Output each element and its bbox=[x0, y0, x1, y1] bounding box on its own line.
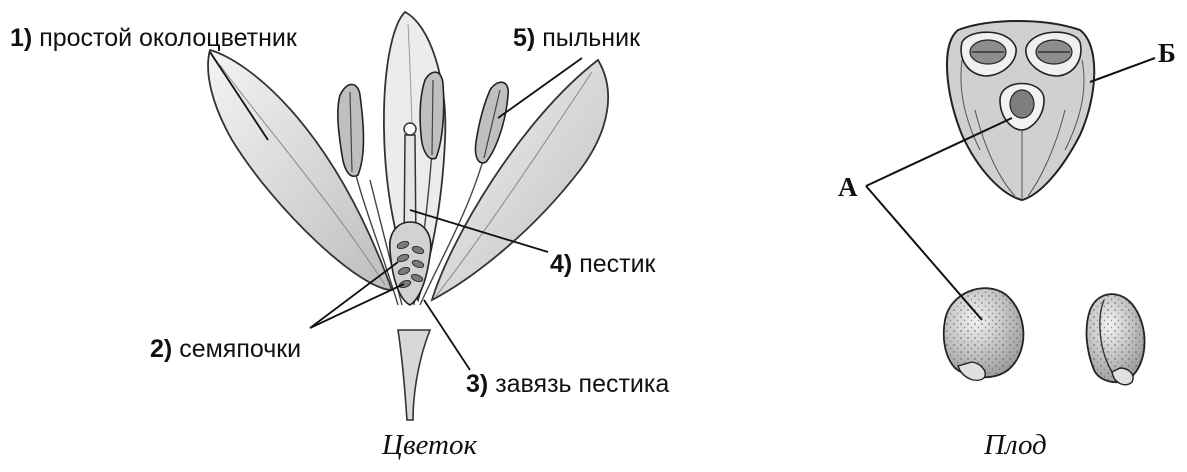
label-perianth-num: 1) bbox=[10, 24, 32, 52]
flower-caption: Цветок bbox=[382, 431, 477, 460]
pistil-stigma bbox=[404, 123, 416, 135]
leader-2b bbox=[310, 284, 404, 328]
label-pistil: 4) пестик bbox=[550, 252, 655, 277]
leader-a-seed bbox=[866, 186, 982, 320]
label-ovary: 3) завязь пестика bbox=[466, 372, 669, 397]
leader-b bbox=[1090, 58, 1155, 82]
label-perianth-text: простой околоцветник bbox=[39, 24, 297, 52]
leader-3 bbox=[424, 300, 470, 370]
seed-right bbox=[1087, 294, 1145, 385]
letter-a: А bbox=[838, 174, 858, 201]
label-anther-num: 5) bbox=[513, 24, 535, 52]
label-ovules-text: семяпочки bbox=[179, 335, 301, 363]
letter-b: Б bbox=[1158, 40, 1176, 67]
label-ovules: 2) семяпочки bbox=[150, 337, 301, 362]
seed-left bbox=[944, 288, 1024, 380]
flower-stem bbox=[398, 330, 430, 420]
label-anther-text: пыльник bbox=[542, 24, 640, 52]
fruit-illustration bbox=[866, 21, 1155, 385]
label-perianth: 1) простой околоцветник bbox=[10, 26, 297, 51]
label-pistil-text: пестик bbox=[579, 250, 655, 278]
label-ovules-num: 2) bbox=[150, 335, 172, 363]
label-anther: 5) пыльник bbox=[513, 26, 640, 51]
label-ovary-text: завязь пестика bbox=[495, 370, 669, 398]
fruit-caption: Плод bbox=[984, 431, 1047, 460]
label-pistil-num: 4) bbox=[550, 250, 572, 278]
label-ovary-num: 3) bbox=[466, 370, 488, 398]
